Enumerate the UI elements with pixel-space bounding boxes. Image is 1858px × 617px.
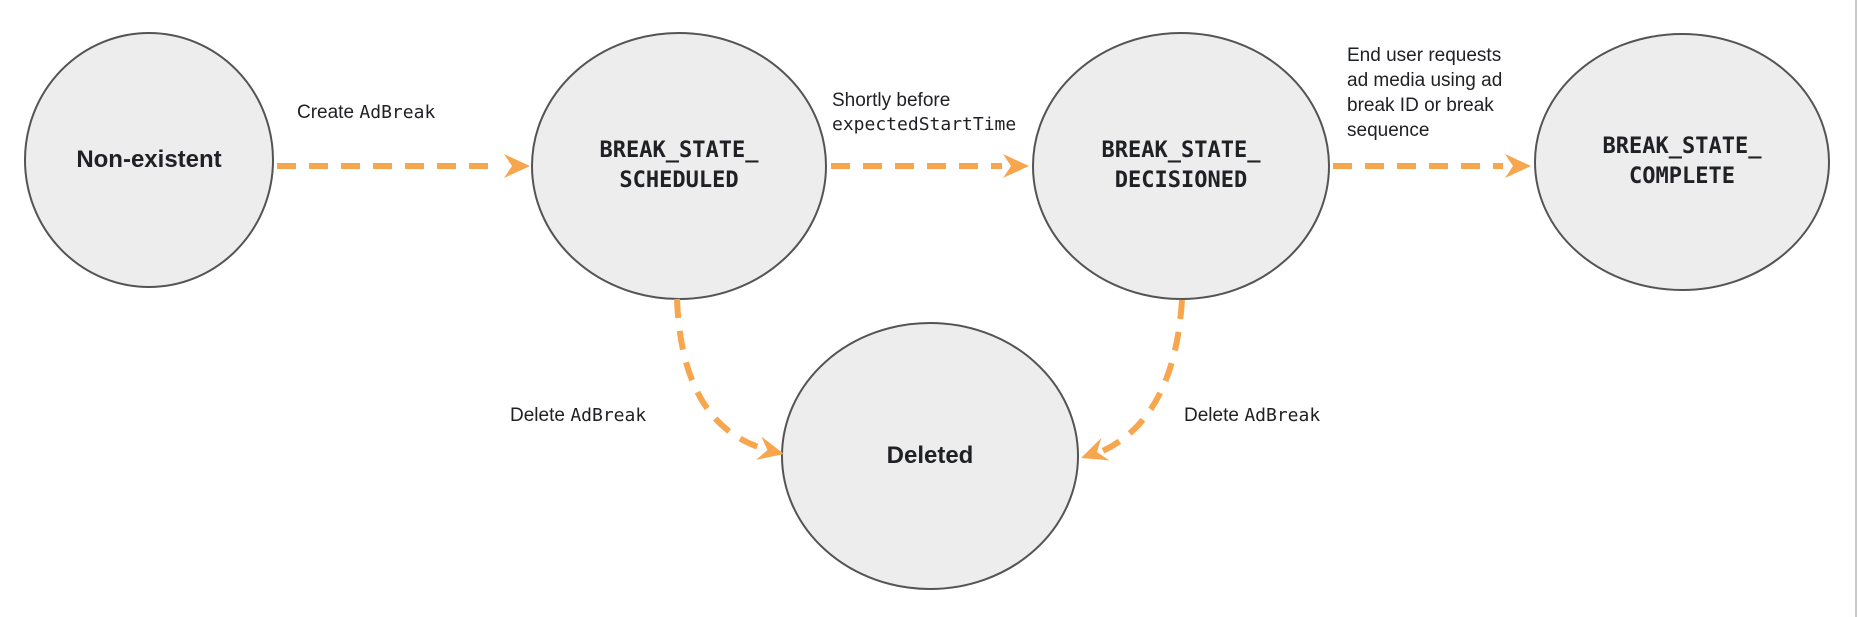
arrow-end-user-request [1333, 154, 1531, 178]
arrow-create-adbreak [277, 154, 530, 178]
label-line2: ad media using ad [1347, 70, 1503, 91]
state-node-complete [1534, 33, 1830, 291]
label-line4: sequence [1347, 120, 1430, 141]
arrow-delete-from-scheduled [674, 298, 784, 460]
label-code-text: AdBreak [570, 405, 647, 426]
label-line3: break ID or break [1347, 95, 1494, 116]
arrowhead-icon [1003, 154, 1029, 178]
label-text: Delete [1184, 405, 1239, 426]
label-code-text: expectedStartTime [832, 114, 1017, 135]
label-text: Shortly before [832, 90, 951, 111]
transition-label-end-user-request: End user requests ad media using ad brea… [1347, 43, 1531, 143]
state-node-non-existent [24, 32, 274, 288]
label-text: Delete [510, 405, 565, 426]
transition-label-shortly-before: Shortly before expectedStartTime [832, 89, 1016, 137]
state-node-deleted [781, 322, 1079, 590]
page-edge-border [1855, 0, 1857, 617]
label-code-text: AdBreak [359, 102, 436, 123]
label-code-text: AdBreak [1244, 405, 1321, 426]
arrow-delete-from-decisioned [1081, 299, 1185, 461]
arrowhead-icon [755, 436, 784, 460]
arrowhead-icon [504, 154, 530, 178]
label-line1: End user requests [1347, 45, 1502, 66]
arrowhead-icon [1081, 437, 1110, 461]
arrow-shortly-before [831, 154, 1029, 178]
arrowhead-icon [1505, 154, 1531, 178]
state-node-decisioned [1032, 32, 1330, 300]
state-node-scheduled [531, 32, 827, 300]
label-text: Create [297, 102, 355, 123]
